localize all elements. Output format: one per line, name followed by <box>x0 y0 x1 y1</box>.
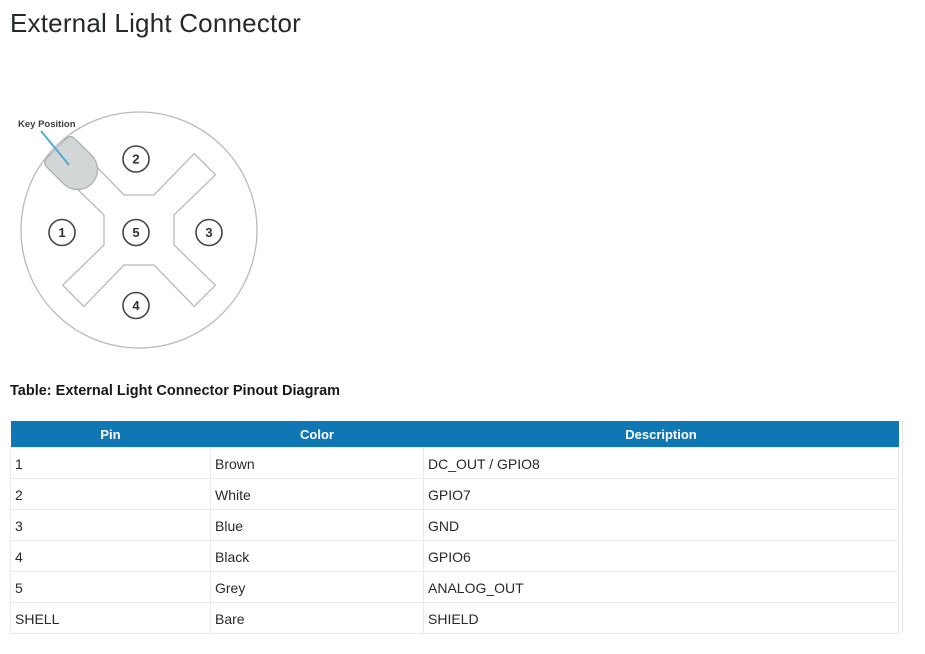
pin-2: 2 <box>122 145 150 173</box>
description-cell: GPIO6 <box>423 540 899 572</box>
pin-4-circle <box>122 291 150 320</box>
pinout-table: Pin Color Description 1 Brown DC_OUT / G… <box>10 421 899 634</box>
table-row: 4 Black GPIO6 <box>10 540 899 572</box>
table-row: 2 White GPIO7 <box>10 478 899 510</box>
page-title: External Light Connector <box>10 8 301 38</box>
pin-cell: 4 <box>10 540 211 572</box>
pin-5-label: 5 <box>132 225 139 240</box>
key-pointer-line <box>40 130 70 166</box>
description-cell: GPIO7 <box>423 478 899 510</box>
color-cell: Grey <box>210 571 424 603</box>
pin-3-label: 3 <box>205 225 212 240</box>
table-container-right-border <box>902 421 903 633</box>
color-cell: Black <box>210 540 424 572</box>
pin-1-label: 1 <box>58 225 65 240</box>
description-cell: GND <box>423 509 899 541</box>
color-cell: Blue <box>210 509 424 541</box>
pin-cell: 1 <box>10 447 211 479</box>
key-tab-shape <box>44 136 99 191</box>
column-header-color: Color <box>210 421 424 448</box>
color-cell: Bare <box>210 602 424 634</box>
key-position-label: Key Position <box>18 119 76 130</box>
table-row: 3 Blue GND <box>10 509 899 541</box>
color-cell: Brown <box>210 447 424 479</box>
pin-4: 4 <box>122 291 150 320</box>
pin-5: 5 <box>122 218 150 247</box>
pin-4-label: 4 <box>132 298 140 313</box>
pin-1-circle <box>48 218 76 247</box>
pin-cell: 3 <box>10 509 211 541</box>
description-cell: ANALOG_OUT <box>423 571 899 603</box>
description-cell: DC_OUT / GPIO8 <box>423 447 899 479</box>
pin-3: 3 <box>195 218 223 247</box>
pin-cell: 5 <box>10 571 211 603</box>
pin-3-circle <box>195 218 223 247</box>
pin-cell: SHELL <box>10 602 211 634</box>
table-row: 5 Grey ANALOG_OUT <box>10 571 899 603</box>
table-header-row: Pin Color Description <box>10 421 899 448</box>
column-header-pin: Pin <box>10 421 211 448</box>
table-row: SHELL Bare SHIELD <box>10 602 899 634</box>
pin-2-circle <box>122 145 150 173</box>
pin-cell: 2 <box>10 478 211 510</box>
pin-1: 1 <box>48 218 76 247</box>
pin-5-circle <box>122 218 150 247</box>
table-caption: Table: External Light Connector Pinout D… <box>10 383 341 399</box>
column-header-description: Description <box>423 421 899 448</box>
table-row: 1 Brown DC_OUT / GPIO8 <box>10 447 899 479</box>
connector-pinout-diagram: Key Position 1 2 3 4 5 <box>18 111 258 349</box>
description-cell: SHIELD <box>423 602 899 634</box>
pin-2-label: 2 <box>132 152 139 167</box>
color-cell: White <box>210 478 424 510</box>
